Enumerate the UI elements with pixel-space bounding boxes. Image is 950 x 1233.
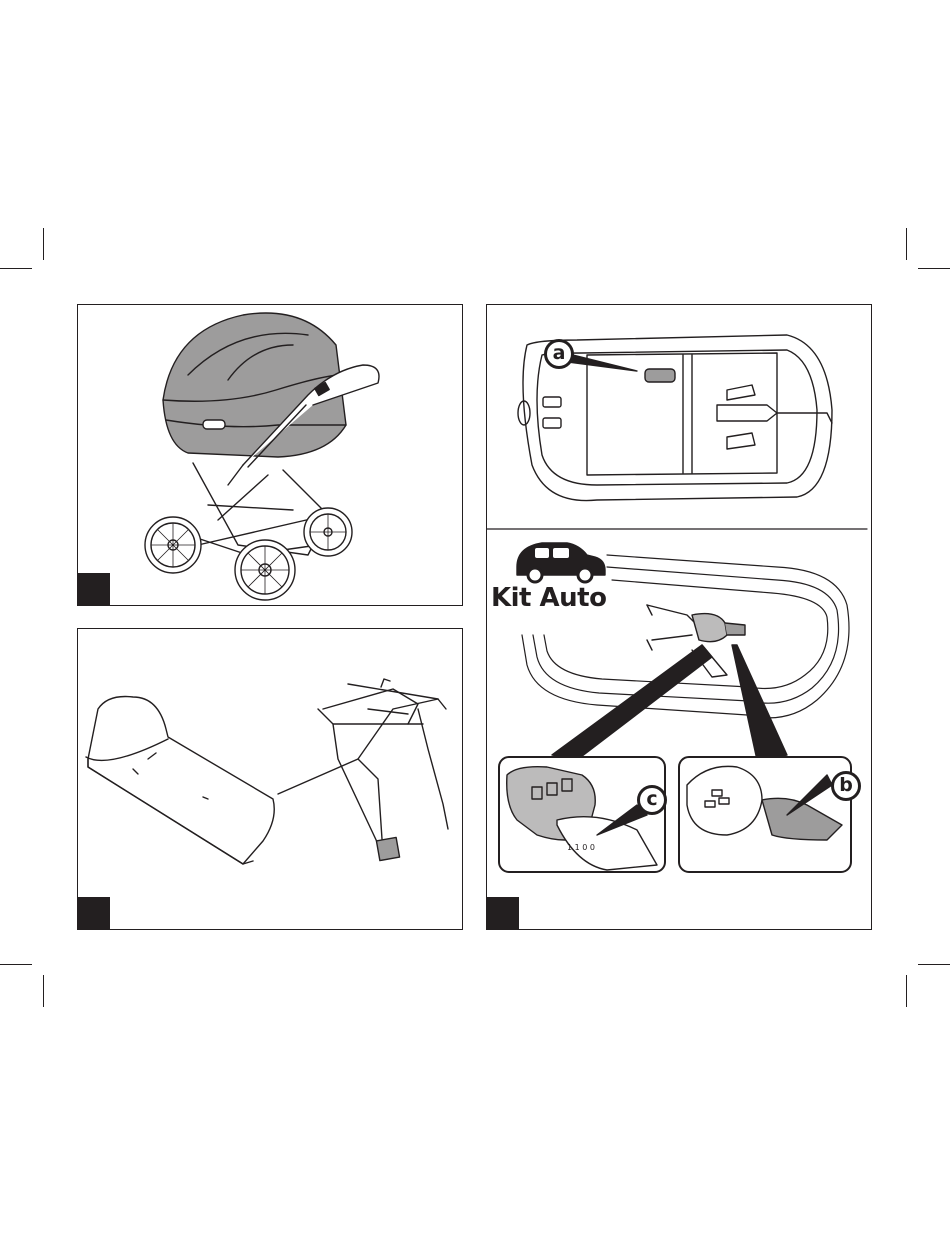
footmuff-stand-illustration [78,629,464,931]
panel-pram [77,304,463,606]
crop-mark [0,964,32,965]
crop-mark [0,268,32,269]
callout-a: a [544,339,574,369]
kit-auto-label: Kit Auto [491,583,606,613]
callout-b: b [831,771,861,801]
svg-text:1 1 0 0: 1 1 0 0 [567,843,595,852]
crop-mark [906,228,907,260]
panel-footmuff-stand [77,628,463,930]
crop-mark [906,975,907,1007]
car-kit-illustration: 1 1 0 0 [487,305,873,931]
crop-mark [918,268,950,269]
figure-number-box [78,897,110,929]
figure-number-box [487,897,519,929]
pram-illustration [78,305,464,607]
crop-mark [43,975,44,1007]
panel-car-kit: 1 1 0 0 Kit Auto a b c [486,304,872,930]
crop-mark [918,964,950,965]
callout-c: c [637,785,667,815]
figure-number-box [78,573,110,605]
crop-mark [43,228,44,260]
